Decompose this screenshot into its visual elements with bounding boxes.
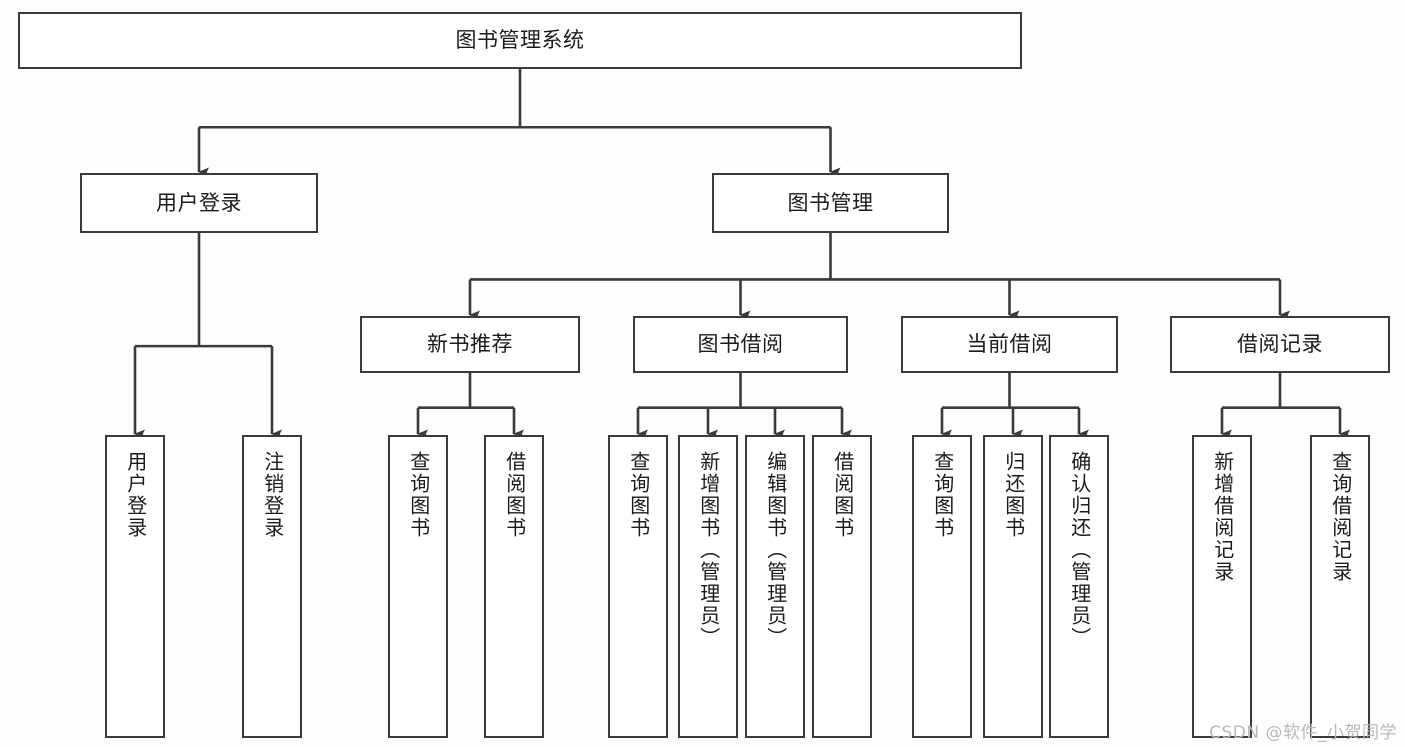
node-leaf-query-record-label: 查询借阅记录	[1328, 451, 1353, 583]
node-leaf-borrow-book-1-label: 借阅图书	[502, 451, 527, 539]
node-leaf-query-book-3[interactable]: 查询图书	[912, 435, 972, 738]
node-new-book-recommend[interactable]: 新书推荐	[360, 316, 580, 373]
node-book-borrow-label: 图书借阅	[697, 332, 784, 357]
node-leaf-edit-book[interactable]: 编辑图书（管理员）	[745, 435, 805, 738]
node-root-label: 图书管理系统	[455, 28, 585, 53]
node-current-borrow[interactable]: 当前借阅	[901, 316, 1118, 373]
node-leaf-return-book-label: 归还图书	[1001, 451, 1026, 539]
node-leaf-query-book-2-label: 查询图书	[626, 451, 651, 539]
node-borrow-record[interactable]: 借阅记录	[1170, 316, 1390, 373]
node-leaf-borrow-book-2-label: 借阅图书	[830, 451, 855, 539]
node-book-manage[interactable]: 图书管理	[712, 173, 949, 233]
node-leaf-query-book-3-label: 查询图书	[930, 451, 955, 539]
node-leaf-user-login[interactable]: 用户登录	[105, 435, 165, 738]
node-borrow-record-label: 借阅记录	[1237, 332, 1323, 357]
node-leaf-add-book-label: 新增图书（管理员）	[696, 451, 721, 649]
node-leaf-logout-label: 注销登录	[260, 451, 285, 539]
node-leaf-query-book-1-label: 查询图书	[406, 451, 431, 539]
node-leaf-borrow-book-2[interactable]: 借阅图书	[812, 435, 872, 738]
node-leaf-query-record[interactable]: 查询借阅记录	[1310, 435, 1370, 738]
node-user-login[interactable]: 用户登录	[80, 173, 318, 233]
node-leaf-add-book[interactable]: 新增图书（管理员）	[678, 435, 738, 738]
node-book-manage-label: 图书管理	[787, 190, 874, 215]
node-leaf-add-record-label: 新增借阅记录	[1210, 451, 1235, 583]
node-leaf-add-record[interactable]: 新增借阅记录	[1192, 435, 1252, 738]
node-leaf-edit-book-label: 编辑图书（管理员）	[763, 451, 788, 649]
watermark-text: CSDN @软件_小贺同学	[1209, 723, 1397, 743]
node-book-borrow[interactable]: 图书借阅	[633, 316, 848, 373]
node-leaf-confirm-return[interactable]: 确认归还（管理员）	[1049, 435, 1109, 738]
node-leaf-query-book-1[interactable]: 查询图书	[388, 435, 448, 738]
node-leaf-user-login-label: 用户登录	[123, 451, 148, 539]
node-current-borrow-label: 当前借阅	[966, 332, 1053, 357]
node-leaf-logout[interactable]: 注销登录	[242, 435, 302, 738]
node-leaf-return-book[interactable]: 归还图书	[983, 435, 1043, 738]
node-leaf-borrow-book-1[interactable]: 借阅图书	[484, 435, 544, 738]
node-new-book-recommend-label: 新书推荐	[427, 332, 513, 357]
node-leaf-query-book-2[interactable]: 查询图书	[608, 435, 668, 738]
node-root[interactable]: 图书管理系统	[18, 12, 1022, 69]
node-user-login-label: 用户登录	[156, 190, 242, 215]
node-leaf-confirm-return-label: 确认归还（管理员）	[1067, 451, 1092, 649]
